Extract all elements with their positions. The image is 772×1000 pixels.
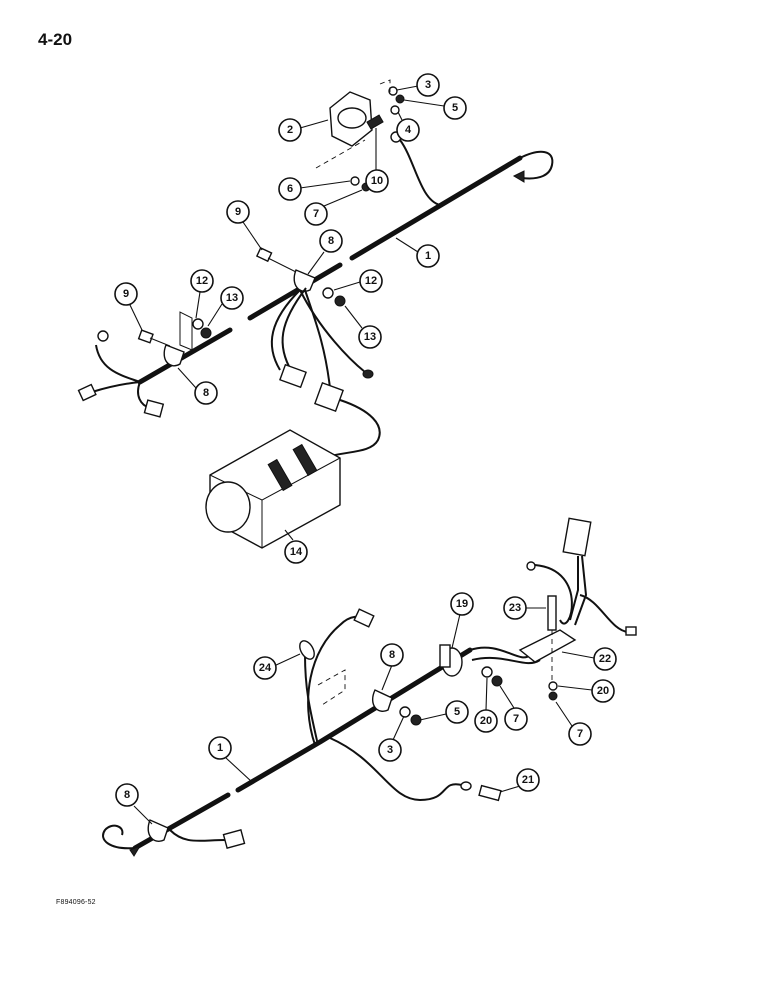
svg-text:13: 13 <box>364 331 376 343</box>
svg-text:24: 24 <box>259 662 272 674</box>
callout-19: 19 <box>450 592 474 649</box>
page-number: 4-20 <box>38 30 73 49</box>
callout-8-top-b: 8 <box>177 367 218 405</box>
svg-text:12: 12 <box>196 275 208 287</box>
callout-24: 24 <box>253 653 301 680</box>
callout-2: 2 <box>278 118 329 142</box>
svg-text:7: 7 <box>513 713 519 725</box>
svg-text:4: 4 <box>405 124 412 136</box>
svg-text:21: 21 <box>522 774 534 786</box>
callout-9-a: 9 <box>226 200 263 251</box>
callout-20-b: 20 <box>474 677 498 733</box>
svg-text:20: 20 <box>597 685 609 697</box>
callout-1-top: 1 <box>395 237 440 268</box>
svg-text:3: 3 <box>387 744 393 756</box>
callout-5-top: 5 <box>403 96 467 120</box>
callout-1-bot: 1 <box>208 736 253 783</box>
callout-21: 21 <box>499 768 540 793</box>
svg-text:1: 1 <box>425 250 431 262</box>
callout-12-b: 12 <box>190 269 214 319</box>
svg-text:1: 1 <box>217 742 223 754</box>
callout-8-bot-a: 8 <box>380 643 404 691</box>
svg-text:10: 10 <box>371 175 383 187</box>
svg-text:5: 5 <box>452 102 458 114</box>
svg-text:13: 13 <box>226 292 238 304</box>
lower-harness <box>102 517 637 857</box>
callout-3-top: 3 <box>396 73 440 97</box>
svg-text:3: 3 <box>425 79 431 91</box>
switch-component <box>329 91 402 147</box>
svg-text:20: 20 <box>480 715 492 727</box>
callout-7-top: 7 <box>304 189 363 226</box>
callout-23: 23 <box>503 596 546 620</box>
callout-4: 4 <box>396 111 420 142</box>
svg-text:8: 8 <box>389 649 395 661</box>
svg-text:7: 7 <box>313 208 319 220</box>
callout-8-bot-b: 8 <box>115 783 153 825</box>
callout-5-bot: 5 <box>419 700 469 724</box>
figure-code: F894096-52 <box>56 899 96 906</box>
callout-6: 6 <box>278 177 351 201</box>
svg-text:12: 12 <box>365 275 377 287</box>
svg-text:14: 14 <box>290 546 303 558</box>
callout-3-bot: 3 <box>378 715 405 762</box>
svg-text:23: 23 <box>509 602 521 614</box>
svg-text:8: 8 <box>124 789 130 801</box>
callout-22: 22 <box>561 647 617 671</box>
callout-20-a: 20 <box>557 679 615 703</box>
svg-text:5: 5 <box>454 706 460 718</box>
svg-text:7: 7 <box>577 728 583 740</box>
callouts: 1 2 3 4 5 6 7 10 <box>114 73 617 825</box>
svg-text:2: 2 <box>287 124 293 136</box>
callout-9-b: 9 <box>114 282 143 331</box>
upper-harness <box>77 79 554 549</box>
svg-text:19: 19 <box>456 598 468 610</box>
callout-7-c: 7 <box>499 685 528 731</box>
callout-13-a: 13 <box>344 305 382 349</box>
svg-text:8: 8 <box>203 387 209 399</box>
callout-12-a: 12 <box>333 269 383 293</box>
callout-8-top-a: 8 <box>307 229 343 275</box>
svg-text:6: 6 <box>287 183 293 195</box>
relay-component <box>205 429 341 549</box>
callout-10: 10 <box>365 128 389 193</box>
callout-13-b: 13 <box>207 286 244 327</box>
callout-14: 14 <box>284 529 308 564</box>
svg-text:9: 9 <box>123 288 129 300</box>
svg-text:9: 9 <box>235 206 241 218</box>
svg-text:8: 8 <box>328 235 334 247</box>
svg-text:22: 22 <box>599 653 611 665</box>
callout-7-b: 7 <box>555 701 592 746</box>
